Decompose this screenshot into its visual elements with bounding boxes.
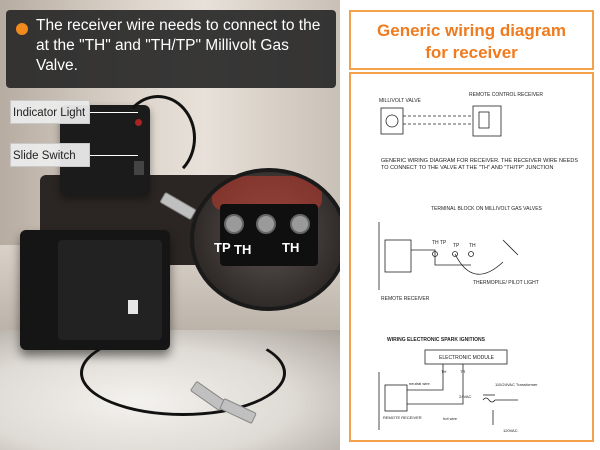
label-electronic-module: ELECTRONIC MODULE <box>439 355 495 361</box>
callout-indicator-light: Indicator Light <box>10 100 90 124</box>
terminal-label-th-right: TH <box>282 240 300 255</box>
unit-slide-switch <box>128 300 138 314</box>
terminal-zoom: TP TH TH <box>190 168 340 311</box>
receiver-wire <box>120 95 196 181</box>
callout-line <box>90 155 138 156</box>
valve-dial <box>385 114 399 128</box>
thermopile-wire <box>454 253 504 275</box>
product-photo: Indicator Light Slide Switch TP TH TH Th… <box>0 0 340 450</box>
wiring-panel: Generic wiring diagram for receiver MILL… <box>343 0 600 450</box>
label-thermopile: THERMOPILE/ PILOT LIGHT <box>473 280 539 286</box>
label-spark-th: TH <box>441 369 446 374</box>
label-remote-receiver: REMOTE RECEIVER <box>381 296 430 302</box>
unit-wire <box>80 330 286 416</box>
receiver-box <box>472 105 502 137</box>
label-transformer: 110/24VAC Transformer <box>495 382 538 387</box>
diagram-description: GENERIC WIRING DIAGRAM FOR RECEIVER. THE… <box>381 158 579 171</box>
label-spark-tr: TR <box>460 369 465 374</box>
spark-receiver-box <box>384 384 408 412</box>
callout-indicator-light-label: Indicator Light <box>13 107 86 119</box>
panel-title-line1: Generic wiring diagram <box>377 21 566 40</box>
callout-line <box>90 112 138 113</box>
label-neutral-wire: neutral wire <box>409 381 430 386</box>
panel-title-line2: for receiver <box>425 43 518 62</box>
label-th-tp: TH TP <box>432 240 447 246</box>
callout-slide-switch: Slide Switch <box>10 143 90 167</box>
valve-box <box>380 107 404 135</box>
callout-slide-switch-label: Slide Switch <box>13 150 76 162</box>
label-spark-remote-receiver: REMOTE RECEIVER <box>383 415 422 420</box>
label-spark-heading: WIRING ELECTRONIC SPARK IGNITIONS <box>387 337 486 343</box>
diagram-millivolt <box>380 105 502 137</box>
notice-banner: The receiver wire needs to connect to th… <box>6 10 336 88</box>
notice-text: The receiver wire needs to connect to th… <box>36 17 321 74</box>
receiver-unit <box>20 230 170 350</box>
diagram-terminal <box>378 222 519 290</box>
label-millivolt-valve: MILLIVOLT VALVE <box>379 98 422 104</box>
label-120vac: 120VAC <box>503 428 518 433</box>
label-remote-control-receiver: REMOTE CONTROL RECEIVER <box>469 92 543 98</box>
label-24vac: 24VAC <box>459 394 471 399</box>
bullet-icon <box>16 23 28 35</box>
panel-title: Generic wiring diagram for receiver <box>349 10 594 70</box>
label-tp: TP <box>453 243 460 249</box>
electronic-module-box <box>424 349 508 365</box>
diagram-spark <box>378 349 518 430</box>
label-hot-wire: hot wire <box>443 416 458 421</box>
terminal-screw <box>224 214 244 234</box>
receiver-front <box>58 240 162 340</box>
remote-receiver-box <box>384 239 412 273</box>
wiring-diagrams: MILLIVOLT VALVE REMOTE CONTROL RECEIVER … <box>378 92 543 433</box>
label-th: TH <box>469 243 476 249</box>
terminal-label-tp: TP <box>214 240 231 255</box>
transformer-coil <box>482 397 496 403</box>
diagram-frame <box>349 72 594 442</box>
terminal-screw <box>256 214 276 234</box>
receiver-port <box>478 111 490 129</box>
terminal-label-th: TH <box>234 242 252 257</box>
terminal-screw <box>290 214 310 234</box>
label-terminal-block: TERMINAL BLOCK ON MILLIVOLT GAS VALVES <box>431 206 543 212</box>
